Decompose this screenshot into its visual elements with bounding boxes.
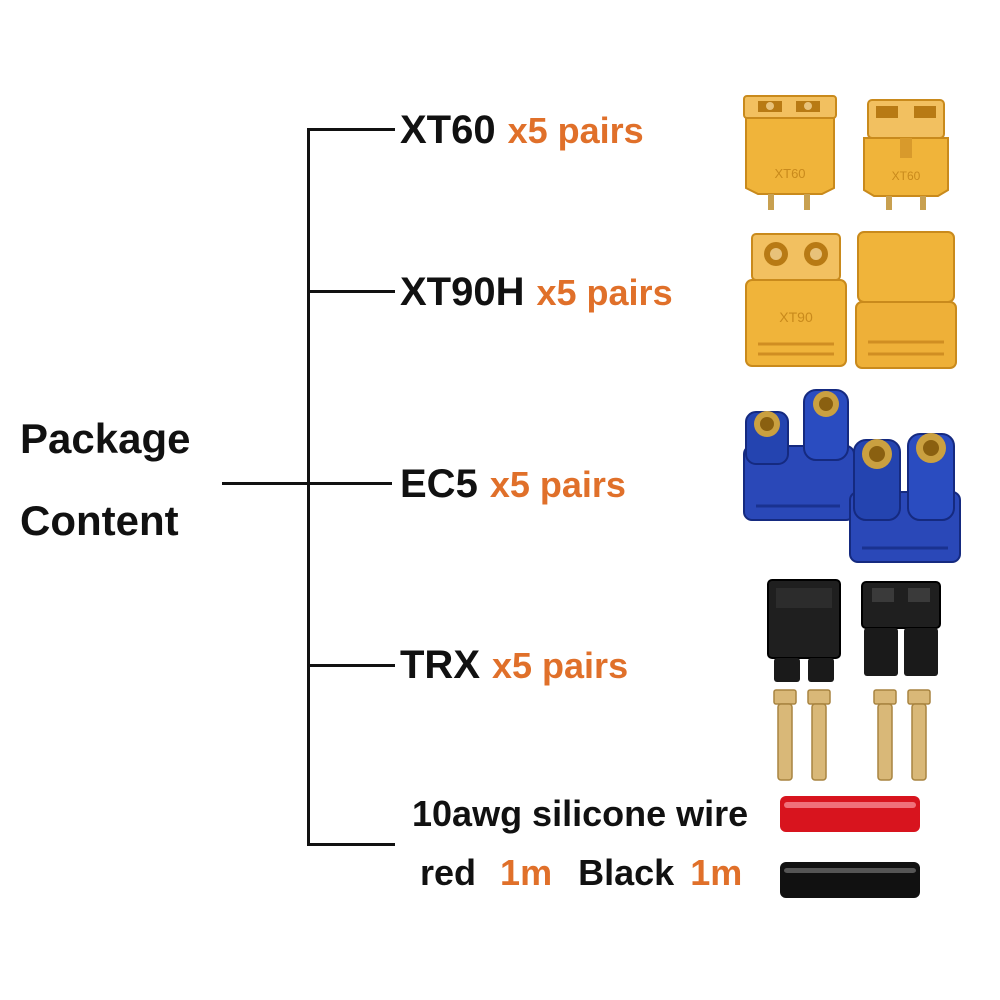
xt90-mark: XT90 (779, 309, 813, 325)
ec5-male-image (743, 389, 855, 521)
tree-branch-xt90h (307, 290, 395, 293)
xt90h-female-image (855, 231, 957, 369)
package-title-line1: Package (20, 415, 191, 462)
trx-male-image (767, 579, 841, 682)
package-title-line2: Content (20, 497, 179, 544)
xt60-male-image: XT60 (743, 95, 837, 210)
item-xt60: XT60 x5 pairs (400, 110, 644, 150)
xt60-female-image: XT60 (863, 99, 949, 210)
xt60-mark: XT60 (892, 169, 921, 183)
wire-black-length: 1m (690, 852, 743, 893)
tree-branch-wire (307, 843, 395, 846)
xt90h-male-image: XT90 (745, 233, 847, 367)
item-qty: x5 pairs (492, 645, 629, 686)
wire-black-label: Black (578, 852, 675, 893)
trx-terminals-image (773, 689, 931, 781)
item-qty: x5 pairs (489, 464, 626, 505)
item-ec5: EC5 x5 pairs (400, 464, 626, 504)
wire-red-length: 1m (500, 852, 553, 893)
wire-red-label: red (420, 852, 477, 893)
wire-description: 10awg silicone wire (412, 793, 749, 834)
red-wire-image (780, 796, 920, 832)
item-qty: x5 pairs (536, 272, 673, 313)
item-xt90h: XT90H x5 pairs (400, 272, 673, 312)
tree-trunk (307, 128, 310, 846)
item-name: XT60 (400, 108, 496, 152)
xt60-mark: XT60 (774, 166, 805, 181)
tree-branch-xt60 (307, 128, 395, 131)
tree-branch-trx (307, 664, 395, 667)
item-name: EC5 (400, 462, 478, 506)
black-wire-image (780, 862, 920, 898)
item-name: XT90H (400, 270, 525, 314)
item-qty: x5 pairs (507, 110, 644, 151)
ec5-female-image (849, 433, 961, 563)
item-name: TRX (400, 643, 480, 687)
wire-lengths: red 1m Black 1m (420, 855, 742, 891)
trx-female-image (861, 581, 941, 676)
item-trx: TRX x5 pairs (400, 645, 628, 685)
